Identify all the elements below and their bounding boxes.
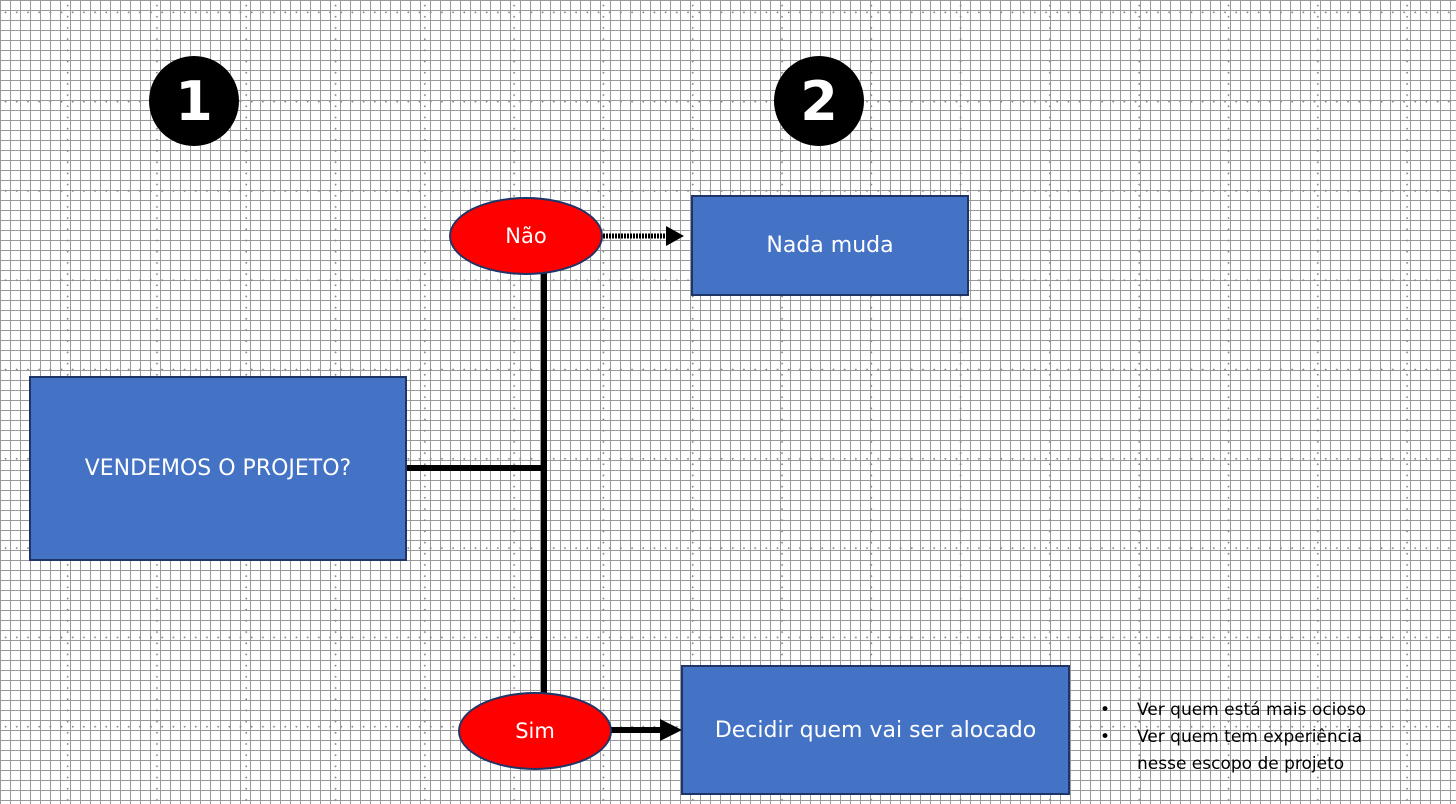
no-label: Não: [505, 224, 547, 248]
note-text: Ver quem tem experiência nesse escopo de…: [1137, 727, 1363, 774]
no-oval[interactable]: Não: [449, 197, 603, 275]
bullet-icon: •: [1100, 700, 1111, 720]
note-text: Ver quem está mais ocioso: [1137, 700, 1367, 720]
bullet-icon: •: [1100, 727, 1111, 747]
step-2-badge: 2: [774, 56, 864, 146]
question-label: VENDEMOS O PROJETO?: [84, 456, 352, 481]
nothing-changes-label: Nada muda: [766, 233, 894, 258]
arrowhead-yes: [660, 719, 682, 741]
question-box[interactable]: VENDEMOS O PROJETO?: [29, 376, 407, 561]
arrowhead-no: [666, 226, 684, 246]
note-item: • Ver quem está mais ocioso: [1100, 697, 1400, 724]
nothing-changes-box[interactable]: Nada muda: [691, 195, 969, 296]
step-1-badge: 1: [149, 56, 239, 146]
decide-label: Decidir quem vai ser alocado: [714, 717, 1037, 743]
decide-box[interactable]: Decidir quem vai ser alocado: [681, 665, 1070, 795]
yes-label: Sim: [515, 719, 555, 743]
note-item: • Ver quem tem experiência nesse escopo …: [1100, 724, 1400, 778]
yes-oval[interactable]: Sim: [458, 692, 612, 770]
notes-list: • Ver quem está mais ocioso • Ver quem t…: [1100, 697, 1400, 778]
